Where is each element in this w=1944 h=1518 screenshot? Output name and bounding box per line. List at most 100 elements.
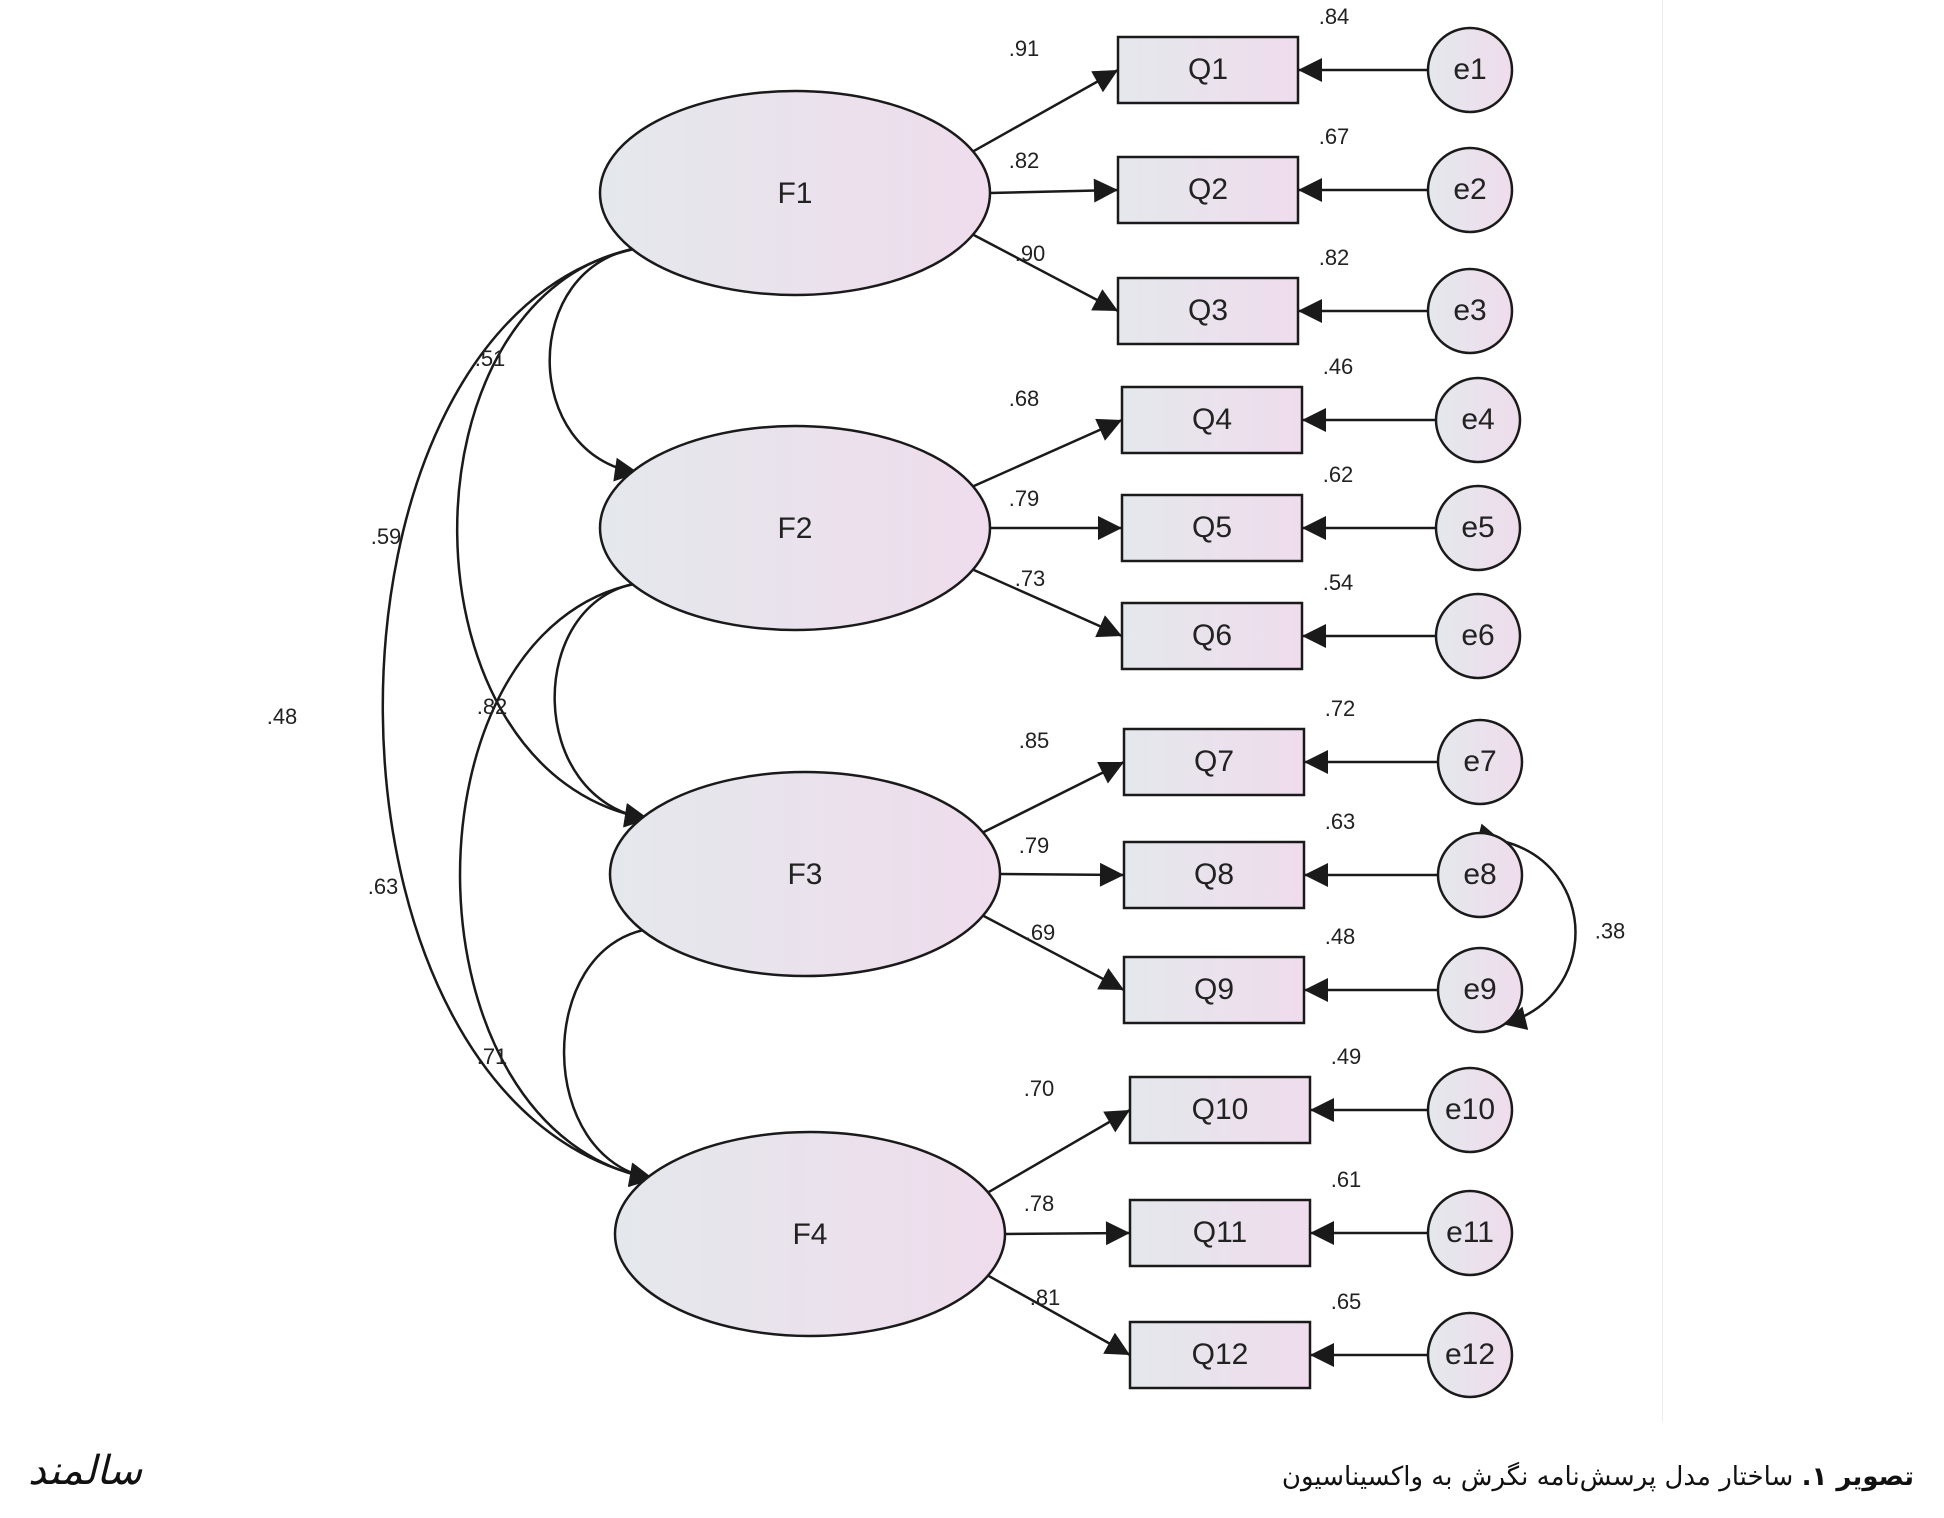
indicator-label: Q12 — [1192, 1338, 1249, 1371]
factor-label: F4 — [792, 1218, 827, 1251]
loading-label: .69 — [1025, 920, 1056, 945]
r-squared-label: .49 — [1331, 1044, 1362, 1069]
error-circle — [1436, 831, 1524, 919]
indicator-box — [1116, 276, 1300, 346]
indicator-label: Q9 — [1194, 973, 1234, 1006]
indicator-box — [1116, 35, 1300, 105]
indicator-label: Q5 — [1192, 511, 1232, 544]
loading-label: .85 — [1019, 728, 1050, 753]
correlation-label: .71 — [477, 1044, 508, 1069]
error-label: e4 — [1461, 403, 1494, 436]
error-circle — [1426, 1189, 1514, 1277]
error-label: e3 — [1453, 294, 1486, 327]
loading-label: .82 — [1009, 148, 1040, 173]
error-circle — [1436, 946, 1524, 1034]
caption-bold: تصویر ۱. — [1801, 1462, 1914, 1492]
indicator-label: Q8 — [1194, 858, 1234, 891]
correlation-label: .51 — [475, 346, 506, 371]
error-circle — [1426, 1066, 1514, 1154]
correlation-arc — [562, 913, 675, 1188]
correlation-label: .82 — [477, 694, 508, 719]
error-circle — [1434, 376, 1522, 464]
error-label: e7 — [1463, 745, 1496, 778]
figure-caption: تصویر ۱. ساختار مدل پرسش‌نامه نگرش به وا… — [1282, 1462, 1914, 1492]
loading-path — [987, 1274, 1131, 1357]
error-circle — [1434, 484, 1522, 572]
caption-text: ساختار مدل پرسش‌نامه نگرش به واکسیناسیون — [1281, 1462, 1802, 1492]
error-label: e6 — [1461, 619, 1494, 652]
loading-label: .78 — [1024, 1191, 1055, 1216]
loading-path — [1004, 1221, 1131, 1246]
correlation-arc — [553, 567, 665, 828]
error-label: e12 — [1445, 1338, 1495, 1371]
factor-ellipse — [598, 424, 992, 632]
factor-ellipse — [608, 770, 1002, 978]
loading-path — [987, 1108, 1131, 1194]
correlation-arc — [548, 232, 665, 482]
error-label: e5 — [1461, 511, 1494, 544]
loading-path — [982, 760, 1125, 834]
r-squared-label: .65 — [1331, 1289, 1362, 1314]
indicator-label: Q7 — [1194, 745, 1234, 778]
indicator-label: Q3 — [1188, 294, 1228, 327]
factor-ellipse — [598, 89, 992, 297]
loading-path — [999, 862, 1125, 887]
loading-path — [972, 418, 1123, 488]
loading-path — [982, 914, 1125, 992]
loading-label: .91 — [1009, 36, 1040, 61]
loading-label: .73 — [1015, 566, 1046, 591]
indicator-label: Q2 — [1188, 173, 1228, 206]
loading-label: .68 — [1009, 386, 1040, 411]
factor-label: F3 — [787, 858, 822, 891]
loading-label: .81 — [1030, 1285, 1061, 1310]
correlation-arc — [458, 566, 665, 1187]
r-squared-label: .82 — [1319, 245, 1350, 270]
correlation-arc — [381, 231, 665, 1187]
error-label: e8 — [1463, 858, 1496, 891]
r-squared-label: .63 — [1325, 809, 1356, 834]
r-squared-label: .84 — [1319, 4, 1350, 29]
r-squared-label: .61 — [1331, 1167, 1362, 1192]
indicator-label: Q4 — [1192, 403, 1232, 436]
journal-logo: سالمند — [28, 1448, 143, 1494]
factor-label: F2 — [777, 512, 812, 545]
correlation-label: .48 — [267, 704, 298, 729]
loading-label: .79 — [1009, 486, 1040, 511]
loading-label: .90 — [1015, 241, 1046, 266]
indicator-box — [1122, 955, 1306, 1025]
error-circle — [1426, 1311, 1514, 1399]
error-circle — [1426, 26, 1514, 114]
r-squared-label: .67 — [1319, 124, 1350, 149]
indicator-box — [1122, 727, 1306, 797]
loading-label: .70 — [1024, 1076, 1055, 1101]
error-label: e10 — [1445, 1093, 1495, 1126]
error-label: e1 — [1453, 53, 1486, 86]
factor-label: F1 — [777, 177, 812, 210]
r-squared-label: .72 — [1325, 696, 1356, 721]
error-covariance-label: .38 — [1595, 918, 1626, 943]
indicator-label: Q11 — [1193, 1216, 1247, 1249]
loading-path — [989, 178, 1119, 203]
indicator-box — [1122, 840, 1306, 910]
error-circle — [1434, 592, 1522, 680]
loading-path — [972, 68, 1119, 153]
loading-path — [972, 568, 1123, 638]
indicator-box — [1116, 155, 1300, 225]
error-label: e2 — [1453, 173, 1486, 206]
correlation-label: .59 — [371, 524, 402, 549]
error-covariance-arc — [1475, 823, 1577, 1030]
r-squared-label: .48 — [1325, 924, 1356, 949]
indicator-label: Q1 — [1188, 53, 1228, 86]
right-divider — [1662, 0, 1663, 1422]
error-circle — [1436, 718, 1524, 806]
factor-ellipse — [613, 1130, 1007, 1338]
correlation-arc — [455, 231, 665, 827]
correlation-label: .63 — [368, 874, 399, 899]
indicator-box — [1120, 493, 1304, 563]
error-circle — [1426, 267, 1514, 355]
indicator-box — [1128, 1075, 1312, 1145]
r-squared-label: .54 — [1323, 570, 1354, 595]
error-label: e9 — [1463, 973, 1496, 1006]
indicator-box — [1128, 1320, 1312, 1390]
